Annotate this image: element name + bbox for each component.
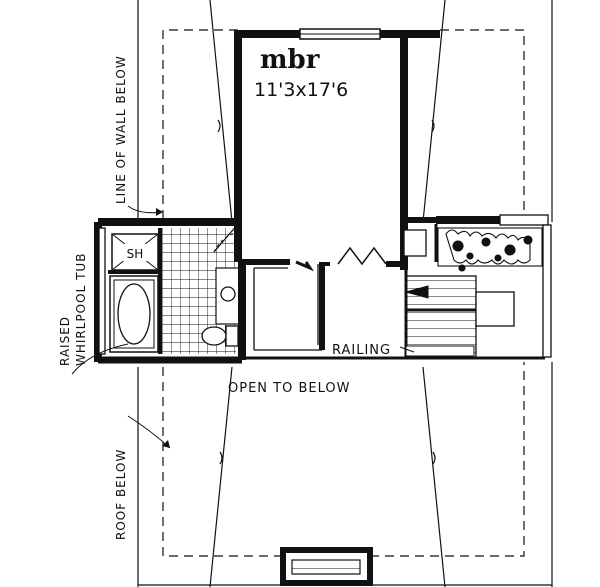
label-roof-below: ROOF BELOW: [114, 449, 128, 540]
shower-label: SH: [127, 247, 144, 261]
arrowhead-roof-below: [162, 440, 170, 448]
room-name-mbr: mbr: [260, 45, 320, 75]
label-open-to-below: OPEN TO BELOW: [228, 381, 350, 396]
whirlpool-tub: [109, 275, 159, 353]
sink: [220, 286, 236, 302]
wall-below-dashed: [162, 29, 525, 557]
stair-area: [242, 214, 552, 360]
planter: [437, 227, 543, 272]
arrowhead-wall-below: [156, 208, 163, 216]
toilet: [201, 325, 239, 347]
leader-whirlpool: [71, 343, 129, 375]
leader-roof-below: [127, 415, 171, 449]
shower: SH: [111, 233, 159, 271]
chimney: [280, 547, 373, 586]
label-railing: RAILING: [332, 343, 391, 358]
leader-railing: [399, 346, 415, 353]
room-dimensions-mbr: 11'3x17'6: [254, 79, 348, 101]
label-raised: RAISED: [58, 316, 72, 366]
hall-walls: [240, 217, 436, 351]
label-line-of-wall-below: LINE OF WALL BELOW: [114, 55, 128, 204]
label-whirlpool-tub: WHIRLPOOL TUB: [74, 253, 88, 366]
